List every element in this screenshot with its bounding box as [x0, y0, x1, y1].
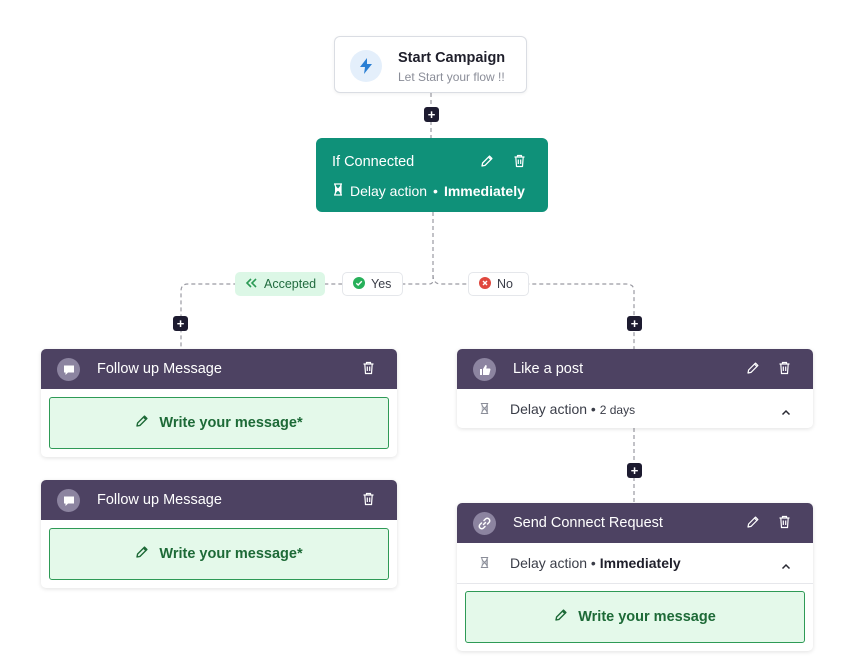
- trash-icon[interactable]: [778, 361, 791, 380]
- pencil-icon[interactable]: [746, 515, 760, 534]
- delay-label: Delay action: [350, 183, 428, 199]
- start-campaign-node[interactable]: Start Campaign Let Start your flow !!: [334, 36, 527, 93]
- node-title: Follow up Message: [97, 361, 222, 377]
- chevron-up-icon[interactable]: [781, 403, 791, 419]
- hourglass-icon: [479, 556, 490, 572]
- accepted-branch-label: Accepted: [235, 272, 325, 296]
- delay-value: Immediately: [443, 183, 525, 199]
- node-header: Follow up Message: [41, 349, 397, 389]
- delay-text: Delay action • 2 days: [510, 401, 636, 417]
- trash-icon[interactable]: [513, 154, 526, 173]
- add-step-button[interactable]: +: [173, 316, 188, 331]
- node-header: Like a post: [457, 349, 813, 389]
- chevron-up-icon[interactable]: [781, 557, 791, 573]
- write-message-button[interactable]: Write your message*: [49, 528, 389, 580]
- add-step-button[interactable]: +: [627, 316, 642, 331]
- node-title: Like a post: [513, 361, 584, 377]
- node-title: Send Connect Request: [513, 515, 663, 531]
- start-title: Start Campaign: [398, 50, 506, 66]
- node-header: Follow up Message: [41, 480, 397, 520]
- link-icon: [473, 512, 496, 535]
- no-branch-label: No: [468, 272, 529, 296]
- bolt-icon: [350, 50, 382, 82]
- add-step-button[interactable]: +: [627, 463, 642, 478]
- trash-icon[interactable]: [778, 515, 791, 534]
- follow-up-message-node[interactable]: Follow up Message Write your message*: [41, 480, 397, 588]
- hourglass-icon: [332, 183, 344, 199]
- chat-bubble-icon: [57, 358, 80, 381]
- chat-bubble-icon: [57, 489, 80, 512]
- write-message-button[interactable]: Write your message*: [49, 397, 389, 449]
- if-connected-node[interactable]: If Connected Delay action • Immediately: [316, 138, 548, 212]
- pencil-icon: [135, 545, 149, 563]
- trash-icon[interactable]: [362, 492, 375, 511]
- condition-delay: Delay action • Immediately: [332, 183, 525, 199]
- pencil-icon: [135, 414, 149, 432]
- like-a-post-node[interactable]: Like a post Delay action • 2 days: [457, 349, 813, 428]
- thumbs-up-icon: [473, 358, 496, 381]
- check-circle-icon: [353, 276, 365, 292]
- write-message-button[interactable]: Write your message: [465, 591, 805, 643]
- add-step-button[interactable]: +: [424, 107, 439, 122]
- follow-up-message-node[interactable]: Follow up Message Write your message*: [41, 349, 397, 457]
- pencil-icon[interactable]: [480, 154, 494, 173]
- yes-branch-label: Yes: [342, 272, 403, 296]
- x-circle-icon: [479, 276, 491, 292]
- delay-value: Immediately: [599, 555, 681, 571]
- node-title: Follow up Message: [97, 492, 222, 508]
- pencil-icon: [554, 608, 568, 626]
- hourglass-icon: [479, 402, 490, 418]
- start-subtitle: Let Start your flow !!: [398, 70, 505, 84]
- delay-row[interactable]: Delay action • Immediately: [457, 543, 813, 584]
- delay-text: Delay action • Immediately: [510, 555, 681, 571]
- double-chevron-left-icon: [245, 277, 258, 291]
- delay-value: 2 days: [599, 403, 636, 417]
- pencil-icon[interactable]: [746, 361, 760, 380]
- condition-title: If Connected: [332, 154, 415, 170]
- node-header: Send Connect Request: [457, 503, 813, 543]
- delay-dot: •: [433, 183, 438, 199]
- send-connect-request-node[interactable]: Send Connect Request Delay action • Imme…: [457, 503, 813, 651]
- delay-row[interactable]: Delay action • 2 days: [457, 389, 813, 429]
- trash-icon[interactable]: [362, 361, 375, 380]
